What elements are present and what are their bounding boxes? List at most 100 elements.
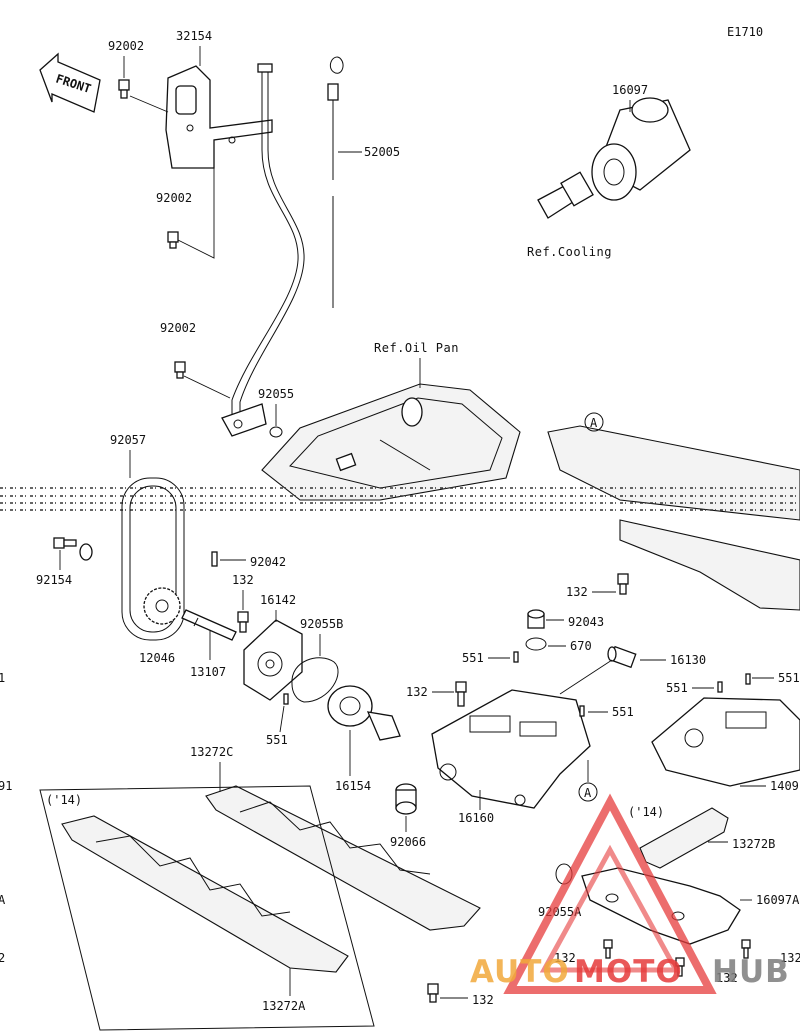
label-132-body[interactable]: 132 [406, 685, 428, 699]
watermark-moto: MOTO [574, 954, 683, 990]
bolt-132-bottom-a[interactable] [603, 939, 613, 959]
label-92055[interactable]: 92055 [258, 387, 294, 401]
bolt-132-right[interactable] [617, 573, 629, 595]
label-132-bottom-c[interactable]: 132 [780, 951, 800, 965]
watermark-auto: AUTO [470, 954, 570, 990]
label-551-far-a[interactable]: 551 [666, 681, 688, 695]
label-92043[interactable]: 92043 [568, 615, 604, 629]
label-132-bottom-a[interactable]: 132 [554, 951, 576, 965]
edge-label-1: 1 [0, 671, 5, 685]
callout-a-top [584, 412, 604, 432]
bolt-132-pump[interactable] [237, 611, 249, 633]
callout-a-bottom [578, 782, 598, 802]
frame-13272a [39, 785, 375, 1031]
bolt-92002-middle[interactable] [167, 231, 179, 249]
label-132-baffle[interactable]: 132 [472, 993, 494, 1007]
label-16097a[interactable]: 16097A [756, 893, 800, 907]
label-16142[interactable]: 16142 [260, 593, 296, 607]
bolt-92154[interactable] [53, 537, 93, 561]
label-92066[interactable]: 92066 [390, 835, 426, 849]
label-12046[interactable]: 12046 [139, 651, 175, 665]
year-note-left: ('14) [46, 793, 82, 807]
label-13272b[interactable]: 13272B [732, 837, 775, 851]
label-52005[interactable]: 52005 [364, 145, 400, 159]
label-32154[interactable]: 32154 [176, 29, 212, 43]
pin-92042[interactable] [211, 551, 218, 567]
collar-92043[interactable] [527, 609, 545, 629]
label-551-right[interactable]: 551 [612, 705, 634, 719]
edge-label-2: 2 [0, 951, 5, 965]
pin-551-right[interactable] [579, 705, 585, 717]
leader-551-pump [279, 705, 285, 733]
rotor-16154[interactable] [327, 685, 401, 741]
callout-a-top-label: A [590, 416, 598, 430]
leader-92002-middle [177, 140, 215, 259]
label-13272a[interactable]: 13272A [262, 999, 306, 1013]
label-92042[interactable]: 92042 [250, 555, 286, 569]
edge-label-91: 91 [0, 779, 12, 793]
year-note-right: ('14) [628, 805, 664, 819]
bolt-132-bottom-c[interactable] [741, 939, 751, 959]
oil-pump-16142[interactable] [243, 619, 303, 701]
dipstick-tube[interactable] [221, 63, 305, 437]
pin-551-far-b[interactable] [745, 673, 751, 685]
label-92002-lower[interactable]: 92002 [160, 321, 196, 335]
pump-body-16160[interactable] [431, 689, 591, 809]
o-ring-670[interactable] [525, 637, 547, 651]
sprocket-12046[interactable] [143, 587, 181, 625]
leader-16130-b [559, 659, 613, 695]
baffle-section-a[interactable] [547, 425, 800, 611]
label-132-right[interactable]: 132 [566, 585, 588, 599]
label-92055b[interactable]: 92055B [300, 617, 343, 631]
dipstick-52005[interactable] [327, 56, 344, 308]
label-670[interactable]: 670 [570, 639, 592, 653]
label-16097[interactable]: 16097 [612, 83, 648, 97]
ref-oil-pan[interactable]: Ref.Oil Pan [374, 341, 459, 355]
bolt-92002-top[interactable] [118, 79, 130, 99]
pin-551-far-a[interactable] [717, 681, 723, 693]
fitting-cooling[interactable] [537, 171, 594, 219]
label-1409[interactable]: 1409 [770, 779, 799, 793]
label-132-bottom-b[interactable]: 132 [716, 971, 738, 985]
pump-body-1409[interactable] [651, 697, 800, 787]
leader-92002-lower [183, 375, 231, 399]
bolt-132-body[interactable] [455, 681, 467, 707]
pin-551-center[interactable] [513, 651, 519, 663]
watermark-hub: HUB [712, 954, 790, 990]
bolt-132-baffle[interactable] [427, 983, 439, 1003]
label-16154[interactable]: 16154 [335, 779, 371, 793]
pin-551-pump[interactable] [283, 693, 289, 705]
scan-noise [0, 487, 800, 511]
oil-filter-16097[interactable] [591, 97, 691, 201]
callout-a-bottom-label: A [584, 786, 592, 800]
label-13272c[interactable]: 13272C [190, 745, 233, 759]
o-ring-92055[interactable] [269, 426, 283, 438]
baffle-13272a[interactable] [61, 815, 349, 973]
bracket-32154[interactable] [165, 65, 273, 169]
leader-92002-top-b [129, 95, 169, 113]
drive-chain[interactable] [121, 477, 185, 641]
label-16160[interactable]: 16160 [458, 811, 494, 825]
label-92154[interactable]: 92154 [36, 573, 72, 587]
gasket-92055b[interactable] [291, 657, 339, 703]
shaft-13107[interactable] [181, 609, 237, 641]
label-551-center[interactable]: 551 [462, 651, 484, 665]
baffle-13272c[interactable] [205, 785, 481, 931]
ref-cooling[interactable]: Ref.Cooling [527, 245, 612, 259]
label-92002-middle[interactable]: 92002 [156, 191, 192, 205]
label-132-pump[interactable]: 132 [232, 573, 254, 587]
diagram-code: E1710 [727, 25, 763, 39]
switch-16130[interactable] [607, 645, 637, 669]
label-92002-top[interactable]: 92002 [108, 39, 144, 53]
bolt-92002-lower[interactable] [174, 361, 186, 379]
edge-label-a: A [0, 893, 6, 907]
label-551-pump[interactable]: 551 [266, 733, 288, 747]
label-16130[interactable]: 16130 [670, 653, 706, 667]
plug-92066[interactable] [395, 783, 417, 815]
front-arrow-icon: FRONT [39, 52, 101, 113]
label-13107[interactable]: 13107 [190, 665, 226, 679]
label-92057[interactable]: 92057 [110, 433, 146, 447]
oil-pan[interactable] [261, 383, 521, 501]
label-551-far-b[interactable]: 551 [778, 671, 800, 685]
